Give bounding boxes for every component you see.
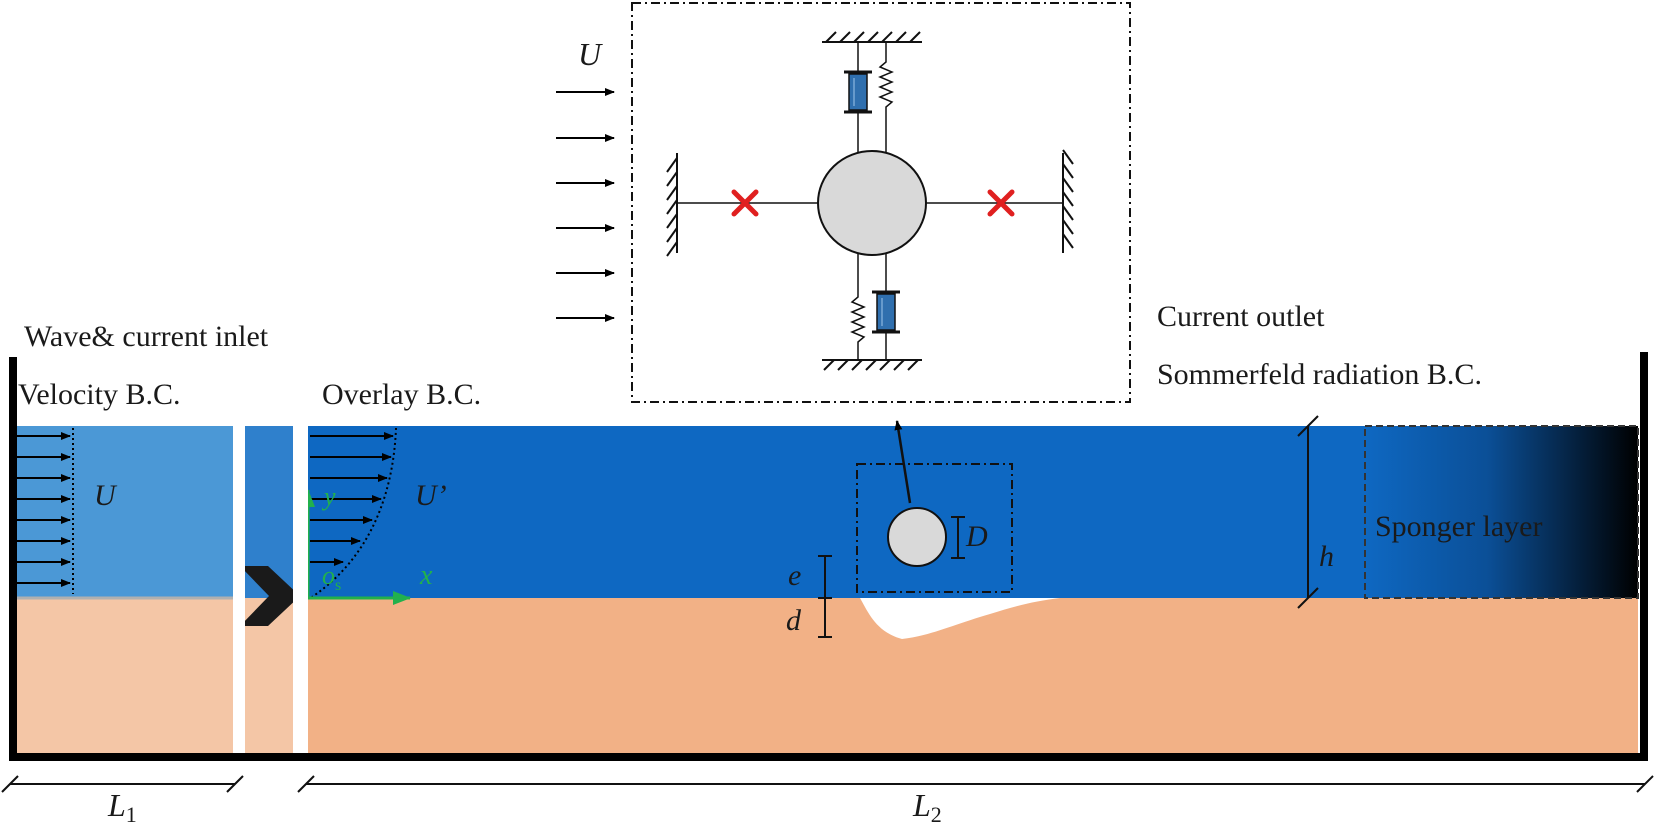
fixed-marker-left	[731, 189, 759, 217]
top-spring	[878, 42, 894, 155]
length-l1-dimension	[1, 775, 244, 793]
origin-label: os	[322, 561, 341, 594]
inset-cylinder	[817, 150, 927, 256]
x-axis-label: x	[419, 560, 433, 591]
support-model-inset: U	[556, 2, 1131, 403]
fixed-marker-right	[987, 189, 1015, 217]
overlay-velocity-profile: U’	[310, 427, 447, 598]
zoom-pointer-arrow	[894, 420, 912, 504]
y-axis-label: y	[321, 482, 336, 511]
inset-flow-arrows	[556, 88, 615, 322]
overlay-bc-label: Overlay B.C.	[322, 378, 481, 411]
overlay-velocity-symbol: U’	[415, 479, 447, 512]
water-depth-dimension	[1297, 415, 1319, 609]
pipe-zoom-box	[856, 463, 1013, 593]
sponge-layer-label: Sponger layer	[1375, 510, 1542, 543]
length-l1-symbol: L1	[107, 787, 137, 827]
separator-left	[233, 426, 245, 756]
outlet-title: Current outlet	[1157, 300, 1325, 333]
top-damper	[844, 42, 872, 155]
scour-depth-symbol: d	[786, 604, 802, 637]
main-sediment	[308, 598, 1638, 754]
right-fixed-wall	[1062, 149, 1074, 253]
main-domain: Sponger layer	[308, 425, 1639, 754]
top-fixed-wall	[822, 31, 922, 43]
inlet-title: Wave& current inlet	[24, 320, 269, 353]
gap-and-scour-dimensions	[818, 555, 832, 638]
bottom-spring	[850, 252, 866, 360]
bottom-damper	[872, 252, 900, 360]
diameter-dimension	[951, 516, 965, 559]
sponge-layer-outline	[1364, 425, 1639, 599]
tank-walls	[9, 352, 1648, 761]
length-l2-symbol: L2	[912, 787, 942, 827]
inlet-water	[15, 426, 233, 598]
overlay-chevron-marker	[240, 566, 300, 626]
inlet-velocity-arrows	[16, 432, 71, 587]
inlet-velocity-symbol: U	[94, 479, 118, 512]
left-fixed-wall	[666, 153, 678, 257]
outlet-bc-label: Sommerfeld radiation B.C.	[1157, 358, 1482, 391]
inset-velocity-symbol: U	[578, 36, 603, 72]
sponge-layer	[1365, 426, 1638, 598]
inlet-bc-label: Velocity B.C.	[18, 378, 181, 411]
bottom-fixed-wall	[822, 359, 922, 371]
pipe-cylinder	[887, 507, 947, 567]
length-l2-dimension	[297, 775, 1654, 793]
water-depth-symbol: h	[1319, 540, 1334, 573]
gap-symbol: e	[788, 559, 801, 592]
separator-right	[293, 426, 308, 756]
inlet-sediment	[15, 598, 233, 754]
inlet-region: U	[15, 426, 233, 754]
diameter-symbol: D	[965, 520, 988, 553]
pipe-zone: D	[856, 420, 1013, 593]
